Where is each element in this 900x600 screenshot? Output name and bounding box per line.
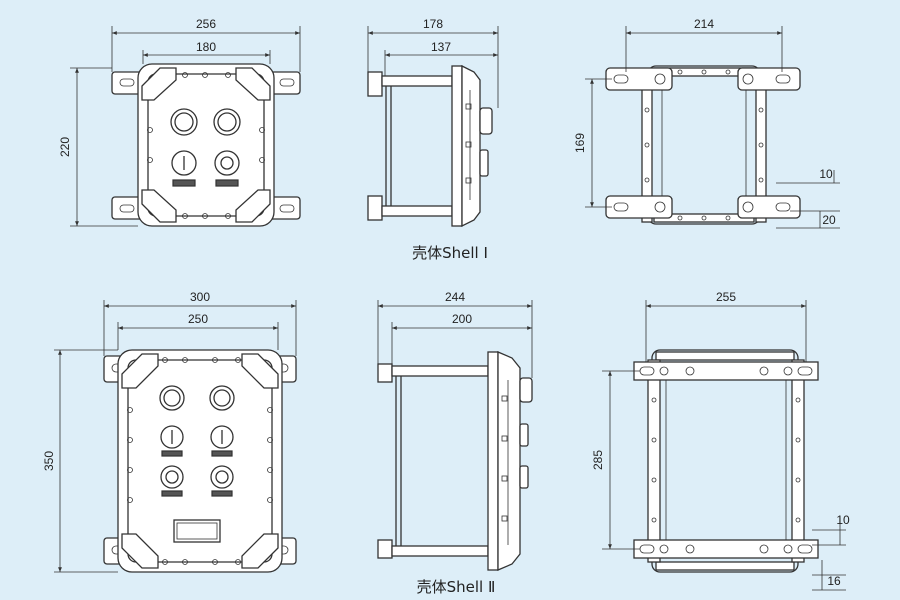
shell1-front-width-outer: 256 bbox=[196, 17, 216, 31]
shell1-side-depth-outer: 178 bbox=[423, 17, 443, 31]
shell2-caption: 壳体Shell Ⅱ bbox=[417, 578, 496, 596]
shell2-mount-dimensions: 255 285 10 16 bbox=[591, 290, 850, 591]
shell1-mount-dimensions: 214 169 10 20 bbox=[573, 17, 840, 229]
shell2-front-view bbox=[103, 349, 297, 573]
shell1-front-view bbox=[111, 63, 301, 227]
shell1-front-width-inner: 180 bbox=[196, 40, 216, 54]
shell1-front-dimensions: 256 180 220 bbox=[58, 17, 301, 227]
shell1-side-depth-inner: 137 bbox=[431, 40, 451, 54]
shell1-mount-slot-offset: 20 bbox=[822, 213, 836, 227]
shell2-side-dimensions: 244 200 bbox=[377, 290, 533, 378]
shell2-front-dimensions: 300 250 350 bbox=[42, 290, 297, 573]
shell1-mount-width: 214 bbox=[694, 17, 714, 31]
shell2-side-view bbox=[377, 351, 533, 571]
shell2-front-height: 350 bbox=[42, 451, 56, 471]
shell1-caption: 壳体Shell Ⅰ bbox=[412, 244, 488, 262]
shell1-mount-slot-width: 10 bbox=[819, 167, 833, 181]
shell2-mount-width: 255 bbox=[716, 290, 736, 304]
shell2-front-width-outer: 300 bbox=[190, 290, 210, 304]
shell1-mount-height: 169 bbox=[573, 133, 587, 153]
shell2-front-width-inner: 250 bbox=[188, 312, 208, 326]
shell2-mount-slot-offset: 16 bbox=[827, 574, 841, 588]
shell2-side-depth-inner: 200 bbox=[452, 312, 472, 326]
shell1-mount-view bbox=[605, 65, 801, 225]
shell2-side-depth-outer: 244 bbox=[445, 290, 465, 304]
shell2-mount-view bbox=[633, 349, 819, 573]
shell1-front-height: 220 bbox=[58, 137, 72, 157]
shell2-mount-slot-width: 10 bbox=[836, 513, 850, 527]
shell2-mount-height: 285 bbox=[591, 450, 605, 470]
shell1-side-view bbox=[367, 64, 493, 228]
shell1-side-dimensions: 178 137 bbox=[367, 17, 499, 108]
